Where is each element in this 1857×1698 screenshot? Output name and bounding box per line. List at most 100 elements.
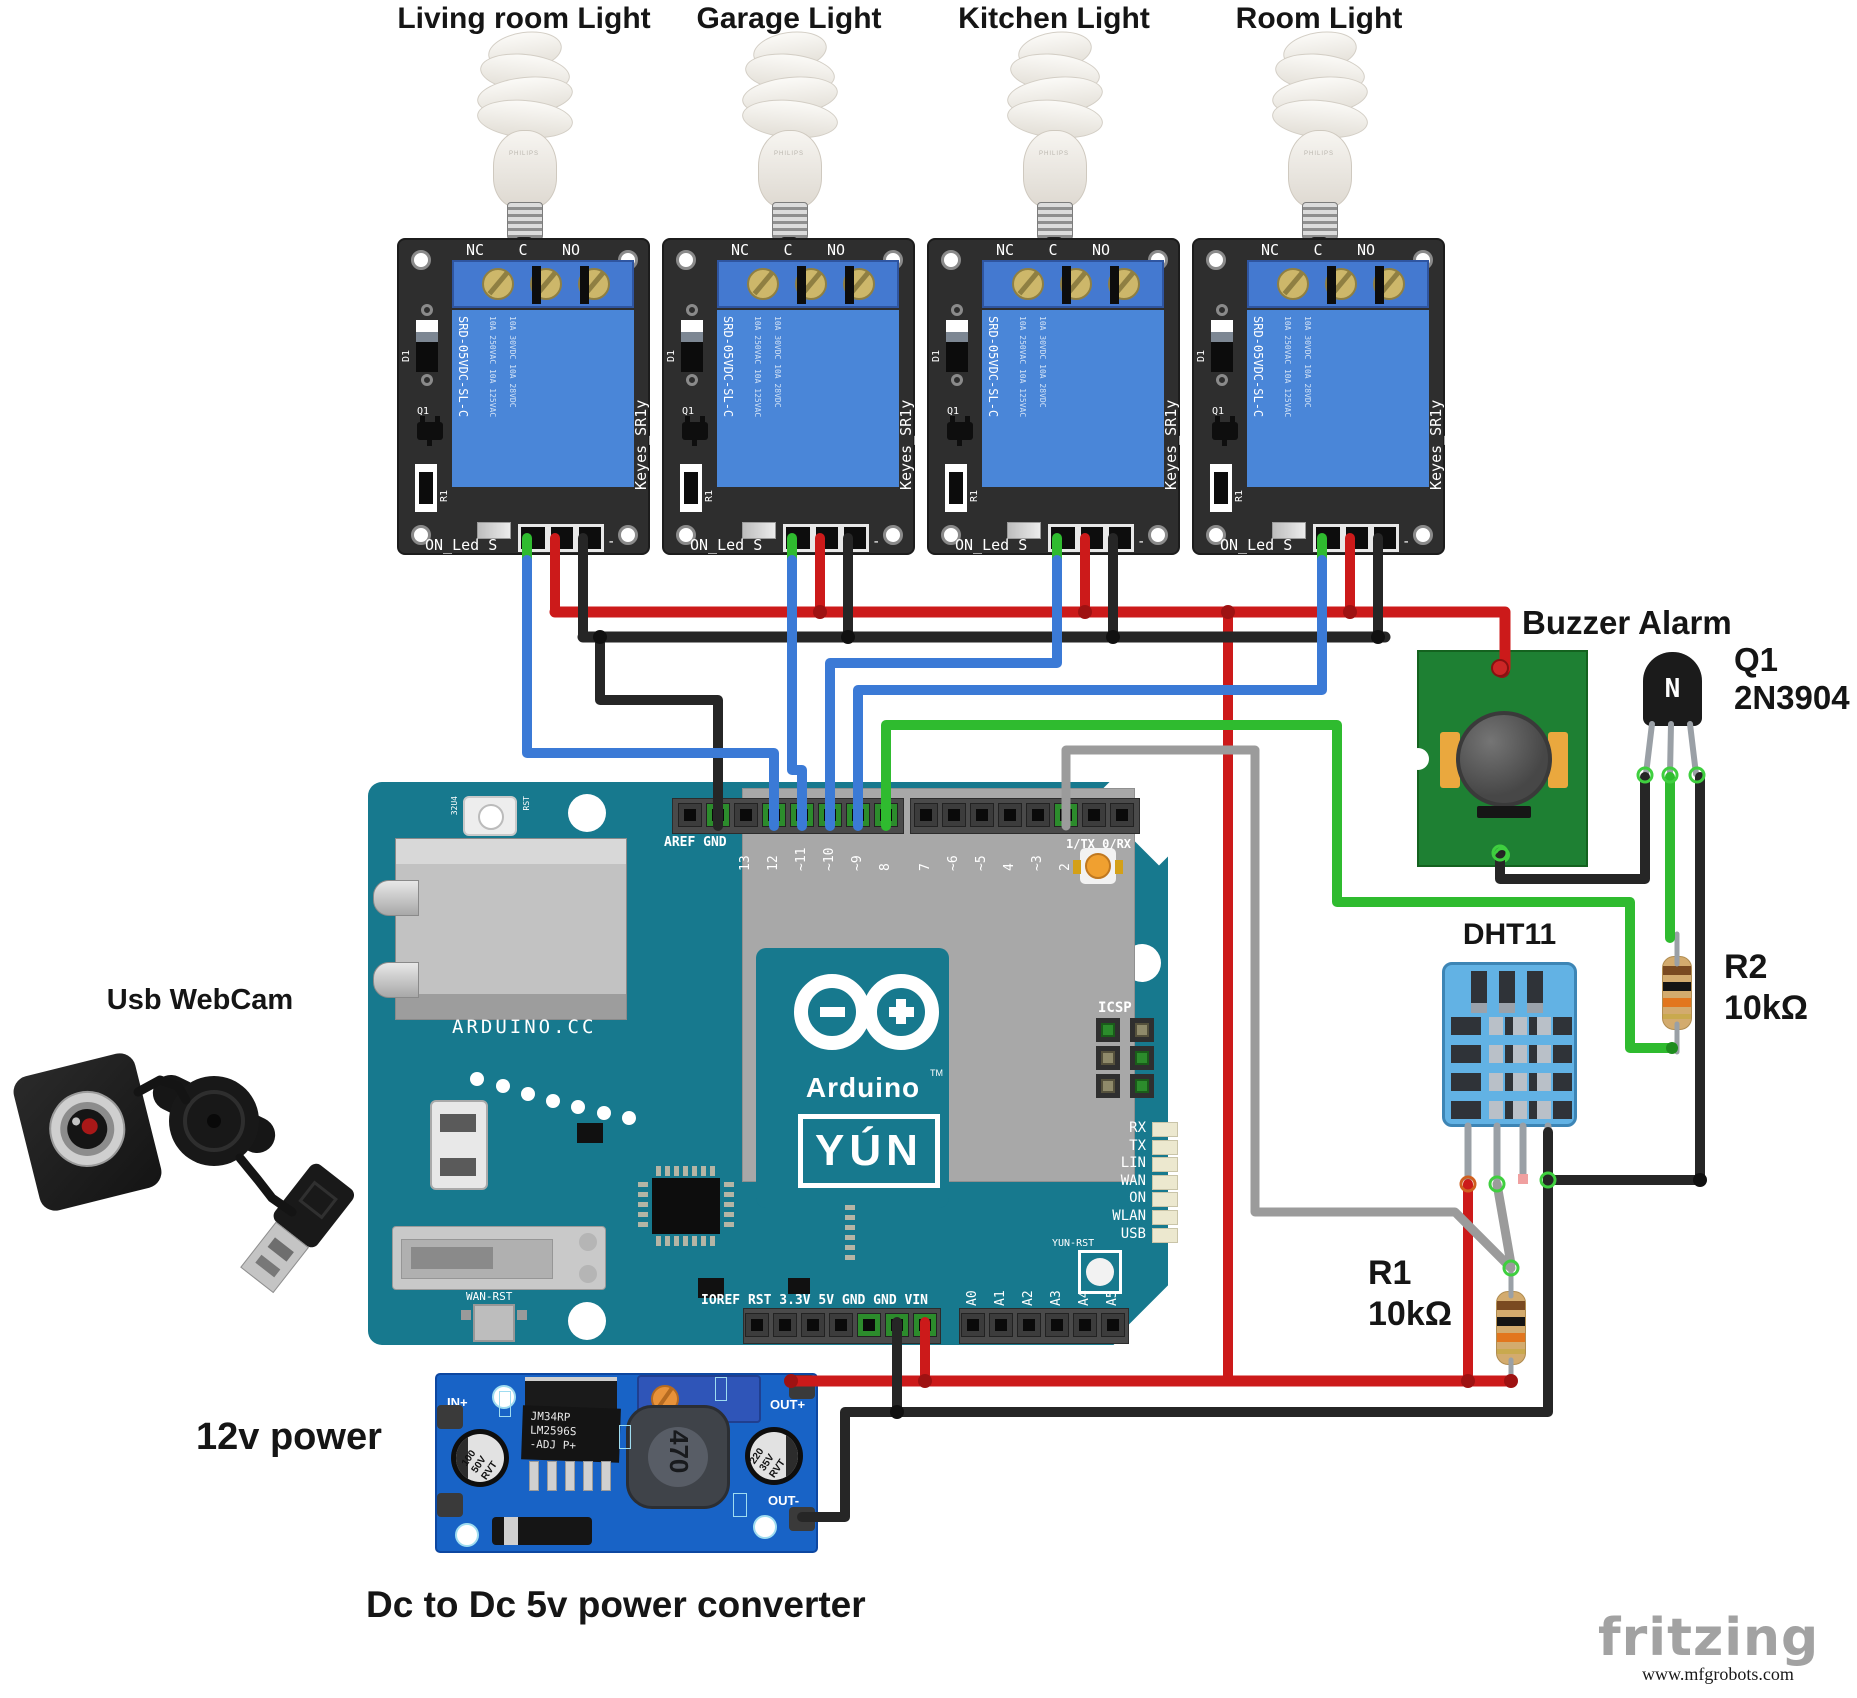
terminal-slot xyxy=(1375,266,1384,304)
terminal-label: NC xyxy=(730,241,750,259)
relay-brand-text: Keyes_SR1y xyxy=(1162,399,1180,490)
wan-reset-button xyxy=(473,1304,515,1342)
dht-grid-cell xyxy=(1451,1045,1481,1063)
pin-separator xyxy=(1103,527,1109,549)
mounting-hole xyxy=(1413,525,1433,545)
usb-port-screw xyxy=(579,1265,597,1283)
band-black xyxy=(1663,982,1691,991)
led-label-rx: RX xyxy=(1129,1120,1146,1136)
light-bulb-1: PHILIPS xyxy=(469,27,579,245)
header-pin-hole xyxy=(835,1319,847,1331)
chip-pin xyxy=(724,1222,734,1227)
relay-model-text: SRD-05VDC-SL-C xyxy=(721,316,735,418)
mounting-hole xyxy=(676,525,696,545)
terminal-label: C xyxy=(1313,241,1323,259)
minus-pin-label: - xyxy=(872,534,881,550)
header-pin xyxy=(1045,1313,1069,1337)
icsp-pin-hole xyxy=(1101,1023,1115,1037)
header-pin xyxy=(914,803,938,827)
digital-pin-label-3: ~3 xyxy=(1030,855,1045,871)
icsp-pin-hole xyxy=(1101,1079,1115,1093)
chip-pin xyxy=(724,1212,734,1217)
dht-grid-cell xyxy=(1529,1073,1537,1091)
diode-band xyxy=(416,332,438,342)
inductor-core xyxy=(648,1427,708,1487)
green-junction xyxy=(1666,1042,1678,1054)
chip-pin xyxy=(683,1236,688,1246)
bulb-screw-base xyxy=(507,202,543,240)
power-terminal-ring xyxy=(1459,1175,1477,1193)
terminal-screw xyxy=(1012,268,1044,300)
header-pin xyxy=(762,803,786,827)
red-junction xyxy=(918,1374,932,1388)
header-pin-hole xyxy=(976,809,988,821)
bulb-screw-base xyxy=(1037,202,1073,240)
yun-reset-label: YUN-RST xyxy=(1052,1238,1095,1249)
screw-slot xyxy=(487,270,510,296)
smd-component xyxy=(788,1278,810,1294)
digital-pin-label-6: ~6 xyxy=(946,855,961,871)
terminal-label: C xyxy=(783,241,793,259)
light-bulb-4: PHILIPS xyxy=(1264,27,1374,245)
dht-label: DHT11 xyxy=(1462,918,1557,951)
chip-pin xyxy=(638,1202,648,1207)
reel-center xyxy=(207,1114,221,1128)
dht-grid-cell xyxy=(1529,1017,1537,1035)
silk-outline xyxy=(715,1377,727,1401)
micro-usb-port xyxy=(430,1100,488,1190)
terminal-block xyxy=(452,260,634,308)
transistor-leg xyxy=(1215,416,1220,422)
silk-outline xyxy=(619,1425,631,1449)
diode-pad xyxy=(951,304,963,316)
transistor-ref-label: Q1 xyxy=(1734,641,1779,678)
silk-outline xyxy=(499,1391,511,1417)
transistor-leg xyxy=(1687,721,1699,777)
resistor-element xyxy=(684,472,698,504)
r2-ref-label: R2 xyxy=(1724,948,1768,986)
usb-slot xyxy=(440,1158,476,1176)
ethernet-pin xyxy=(373,962,419,998)
diode-pad xyxy=(421,304,433,316)
status-led xyxy=(477,522,511,539)
header-pin-hole xyxy=(1116,809,1128,821)
silk-dot xyxy=(622,1111,636,1125)
red-junction xyxy=(813,605,827,619)
header-pin xyxy=(1073,1313,1097,1337)
buzzer-label: Buzzer Alarm xyxy=(1522,604,1732,641)
board-hole xyxy=(568,1302,606,1340)
out-plus-label: OUT+ xyxy=(770,1397,806,1412)
chip-pin xyxy=(656,1166,661,1176)
chip-pin xyxy=(701,1166,706,1176)
relay-bottom-label: ON_Led S xyxy=(425,536,498,554)
terminal-label: NO xyxy=(1091,241,1111,259)
header-pin xyxy=(1082,803,1106,827)
relay-rating-text: 10A 250VAC 10A 125VAC xyxy=(1018,316,1027,418)
chip-pin xyxy=(638,1182,648,1187)
pin-separator xyxy=(573,527,579,549)
chip-pin xyxy=(845,1255,855,1260)
transistor-leg xyxy=(1230,416,1235,422)
status-led-lin xyxy=(1152,1157,1178,1173)
chip-pin xyxy=(845,1215,855,1220)
resistor-ref-label: R1 xyxy=(704,489,715,502)
led-label-wan: WAN xyxy=(1120,1172,1146,1189)
status-led xyxy=(742,522,776,539)
header-pin-hole xyxy=(807,1319,819,1331)
status-led xyxy=(1007,522,1041,539)
green-terminal-ring xyxy=(1488,1175,1506,1193)
mcu-chip xyxy=(652,1178,720,1234)
band-gold xyxy=(1497,1349,1525,1354)
diode-ref-label: D1 xyxy=(1196,349,1207,362)
inductor-470: 470 xyxy=(626,1405,730,1509)
bulb-screw-base xyxy=(1302,202,1338,240)
terminal-screw xyxy=(482,268,514,300)
chip-pin xyxy=(724,1202,734,1207)
header-pin-hole xyxy=(891,1319,903,1331)
schottky-diode xyxy=(492,1517,592,1545)
terminal-screw xyxy=(1277,268,1309,300)
usb-metal-hole xyxy=(255,1254,281,1278)
